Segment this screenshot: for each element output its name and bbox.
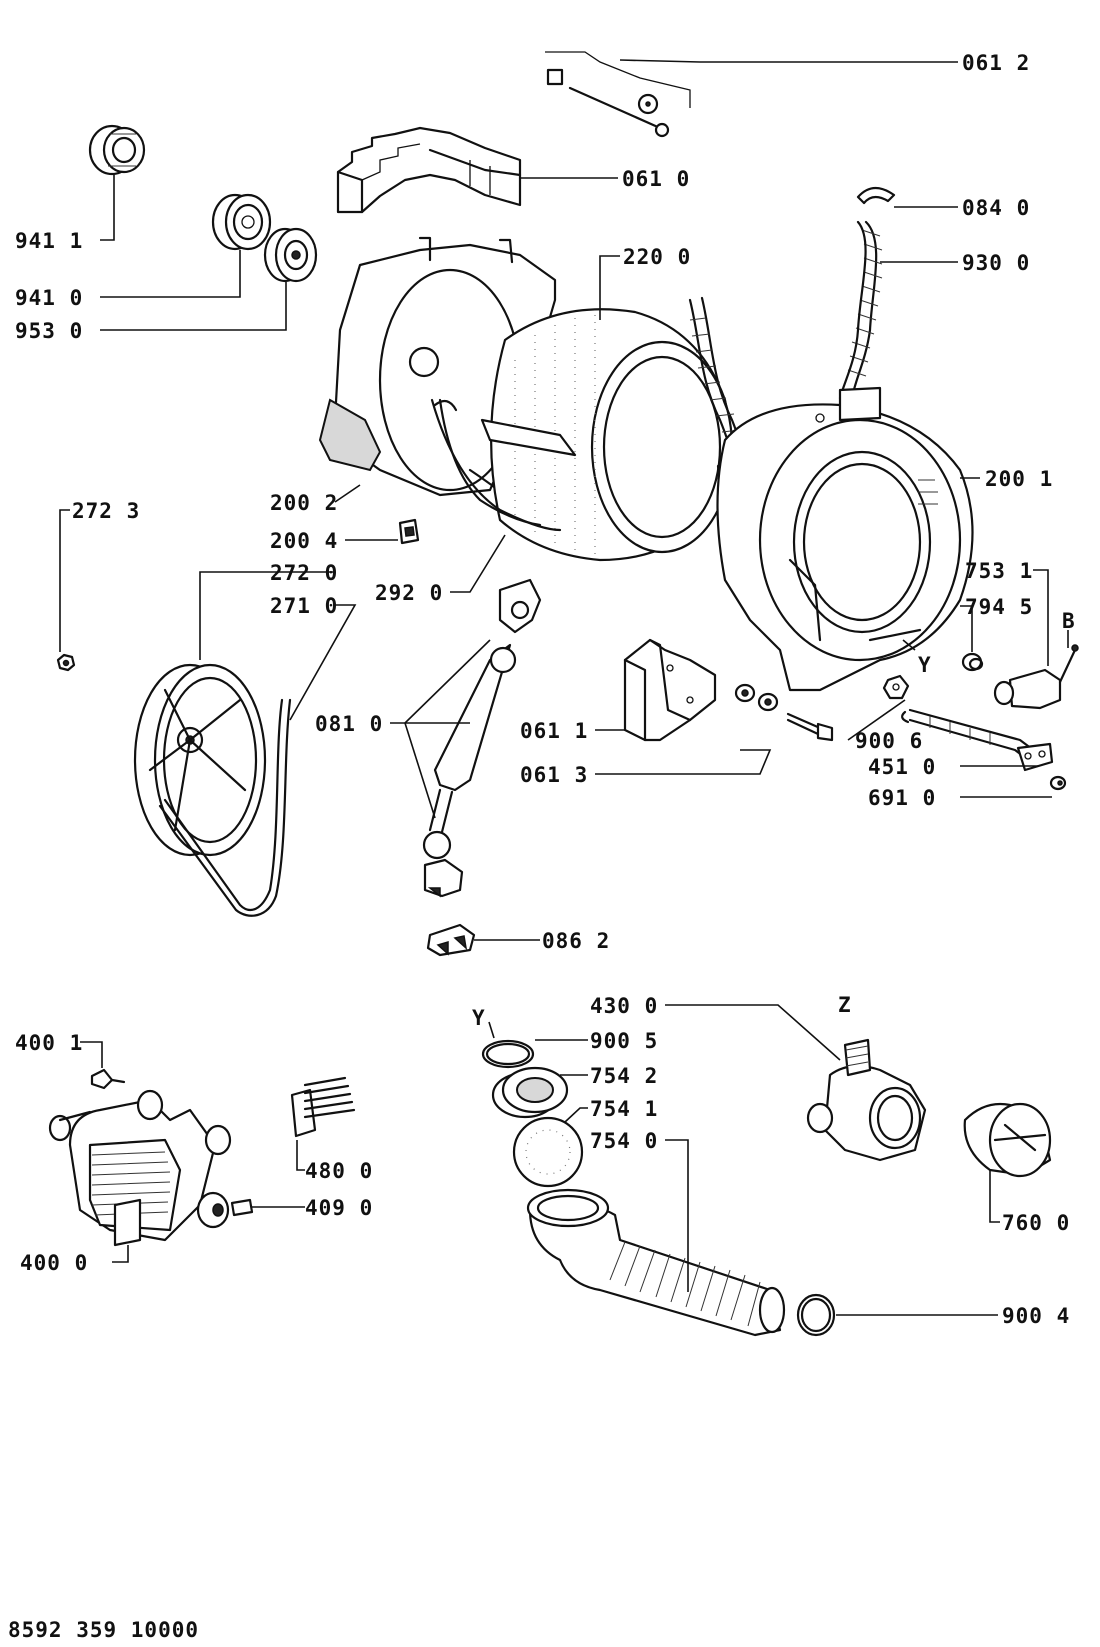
label-754-0: 754 0 xyxy=(590,1129,658,1153)
label-451-0: 451 0 xyxy=(868,755,936,779)
label-953-0: 953 0 xyxy=(15,319,83,343)
label-061-3: 061 3 xyxy=(520,763,588,787)
part-753-1-sensor xyxy=(993,644,1079,710)
part-953-0-seal xyxy=(263,227,318,283)
label-480-0: 480 0 xyxy=(305,1159,373,1183)
label-061-1: 061 1 xyxy=(520,719,588,743)
part-061-1-counterweight xyxy=(623,638,717,742)
label-272-0: 272 0 xyxy=(270,561,338,585)
part-941-1-bearing xyxy=(88,124,146,176)
document-number: 8592 359 10000 xyxy=(8,1618,199,1642)
label-061-0: 061 0 xyxy=(622,167,690,191)
part-480-0-connector xyxy=(290,1076,356,1138)
part-086-2-bracket xyxy=(426,923,476,957)
part-794-5-grommet xyxy=(961,652,984,672)
part-292-0-ring xyxy=(438,398,542,527)
label-Y-upper: Y xyxy=(918,653,932,677)
label-400-0: 400 0 xyxy=(20,1251,88,1275)
part-084-0-clip xyxy=(856,186,896,205)
label-409-0: 409 0 xyxy=(305,1196,373,1220)
part-451-0-heater xyxy=(901,708,1054,772)
label-200-1: 200 1 xyxy=(985,467,1053,491)
part-691-0-nut xyxy=(1049,775,1067,791)
label-086-2: 086 2 xyxy=(542,929,610,953)
part-061-2-drawing xyxy=(545,51,691,138)
label-B: B xyxy=(1062,609,1076,633)
label-271-0: 271 0 xyxy=(270,594,338,618)
label-691-0: 691 0 xyxy=(868,786,936,810)
label-084-0: 084 0 xyxy=(962,196,1030,220)
leader-lines xyxy=(59,59,1069,1316)
part-754-0-sump-hose xyxy=(526,1188,786,1337)
label-794-5: 794 5 xyxy=(965,595,1033,619)
label-900-6: 900 6 xyxy=(855,729,923,753)
part-272-3-nut xyxy=(56,653,76,672)
part-754-1-ball xyxy=(512,1116,584,1188)
part-272-0-pulley xyxy=(133,663,267,857)
label-292-0: 292 0 xyxy=(375,581,443,605)
part-760-0-filter xyxy=(963,1102,1052,1178)
part-400-1-screw xyxy=(90,1068,126,1090)
part-754-2-gasket xyxy=(491,1066,569,1119)
label-430-0: 430 0 xyxy=(590,994,658,1018)
part-900-6-clip xyxy=(882,674,910,700)
label-200-4: 200 4 xyxy=(270,529,338,553)
part-200-4-clip xyxy=(398,518,420,545)
label-941-1: 941 1 xyxy=(15,229,83,253)
label-220-0: 220 0 xyxy=(623,245,691,269)
part-061-3-bolt-set xyxy=(734,683,834,742)
label-941-0: 941 0 xyxy=(15,286,83,310)
label-754-2: 754 2 xyxy=(590,1064,658,1088)
label-Y-lower: Y xyxy=(472,1006,486,1030)
label-900-4: 900 4 xyxy=(1002,1304,1070,1328)
part-400-0-motor xyxy=(48,1089,232,1247)
part-900-5-ring xyxy=(481,1039,535,1069)
part-200-1-front-tub xyxy=(716,386,974,692)
part-941-0-bearing xyxy=(211,193,272,251)
label-200-2: 200 2 xyxy=(270,491,338,515)
label-272-3: 272 3 xyxy=(72,499,140,523)
part-labels: 061 2 061 0 941 1 941 0 953 0 220 0 084 … xyxy=(8,51,1076,1642)
part-061-0-drawing xyxy=(336,126,522,214)
label-Z: Z xyxy=(838,993,852,1017)
part-930-0-hose xyxy=(838,220,883,400)
part-271-0-belt xyxy=(158,698,292,917)
label-754-1: 754 1 xyxy=(590,1097,658,1121)
part-409-0-brush xyxy=(230,1198,254,1217)
label-400-1: 400 1 xyxy=(15,1031,83,1055)
label-930-0: 930 0 xyxy=(962,251,1030,275)
label-753-1: 753 1 xyxy=(965,559,1033,583)
label-061-2: 061 2 xyxy=(962,51,1030,75)
part-900-4-clamp xyxy=(796,1293,836,1337)
label-081-0: 081 0 xyxy=(315,712,383,736)
part-081-0-shock-absorber xyxy=(422,578,542,898)
label-900-5: 900 5 xyxy=(590,1029,658,1053)
label-760-0: 760 0 xyxy=(1002,1211,1070,1235)
part-220-0-drum xyxy=(430,308,734,562)
part-430-0-pump xyxy=(806,1038,927,1162)
